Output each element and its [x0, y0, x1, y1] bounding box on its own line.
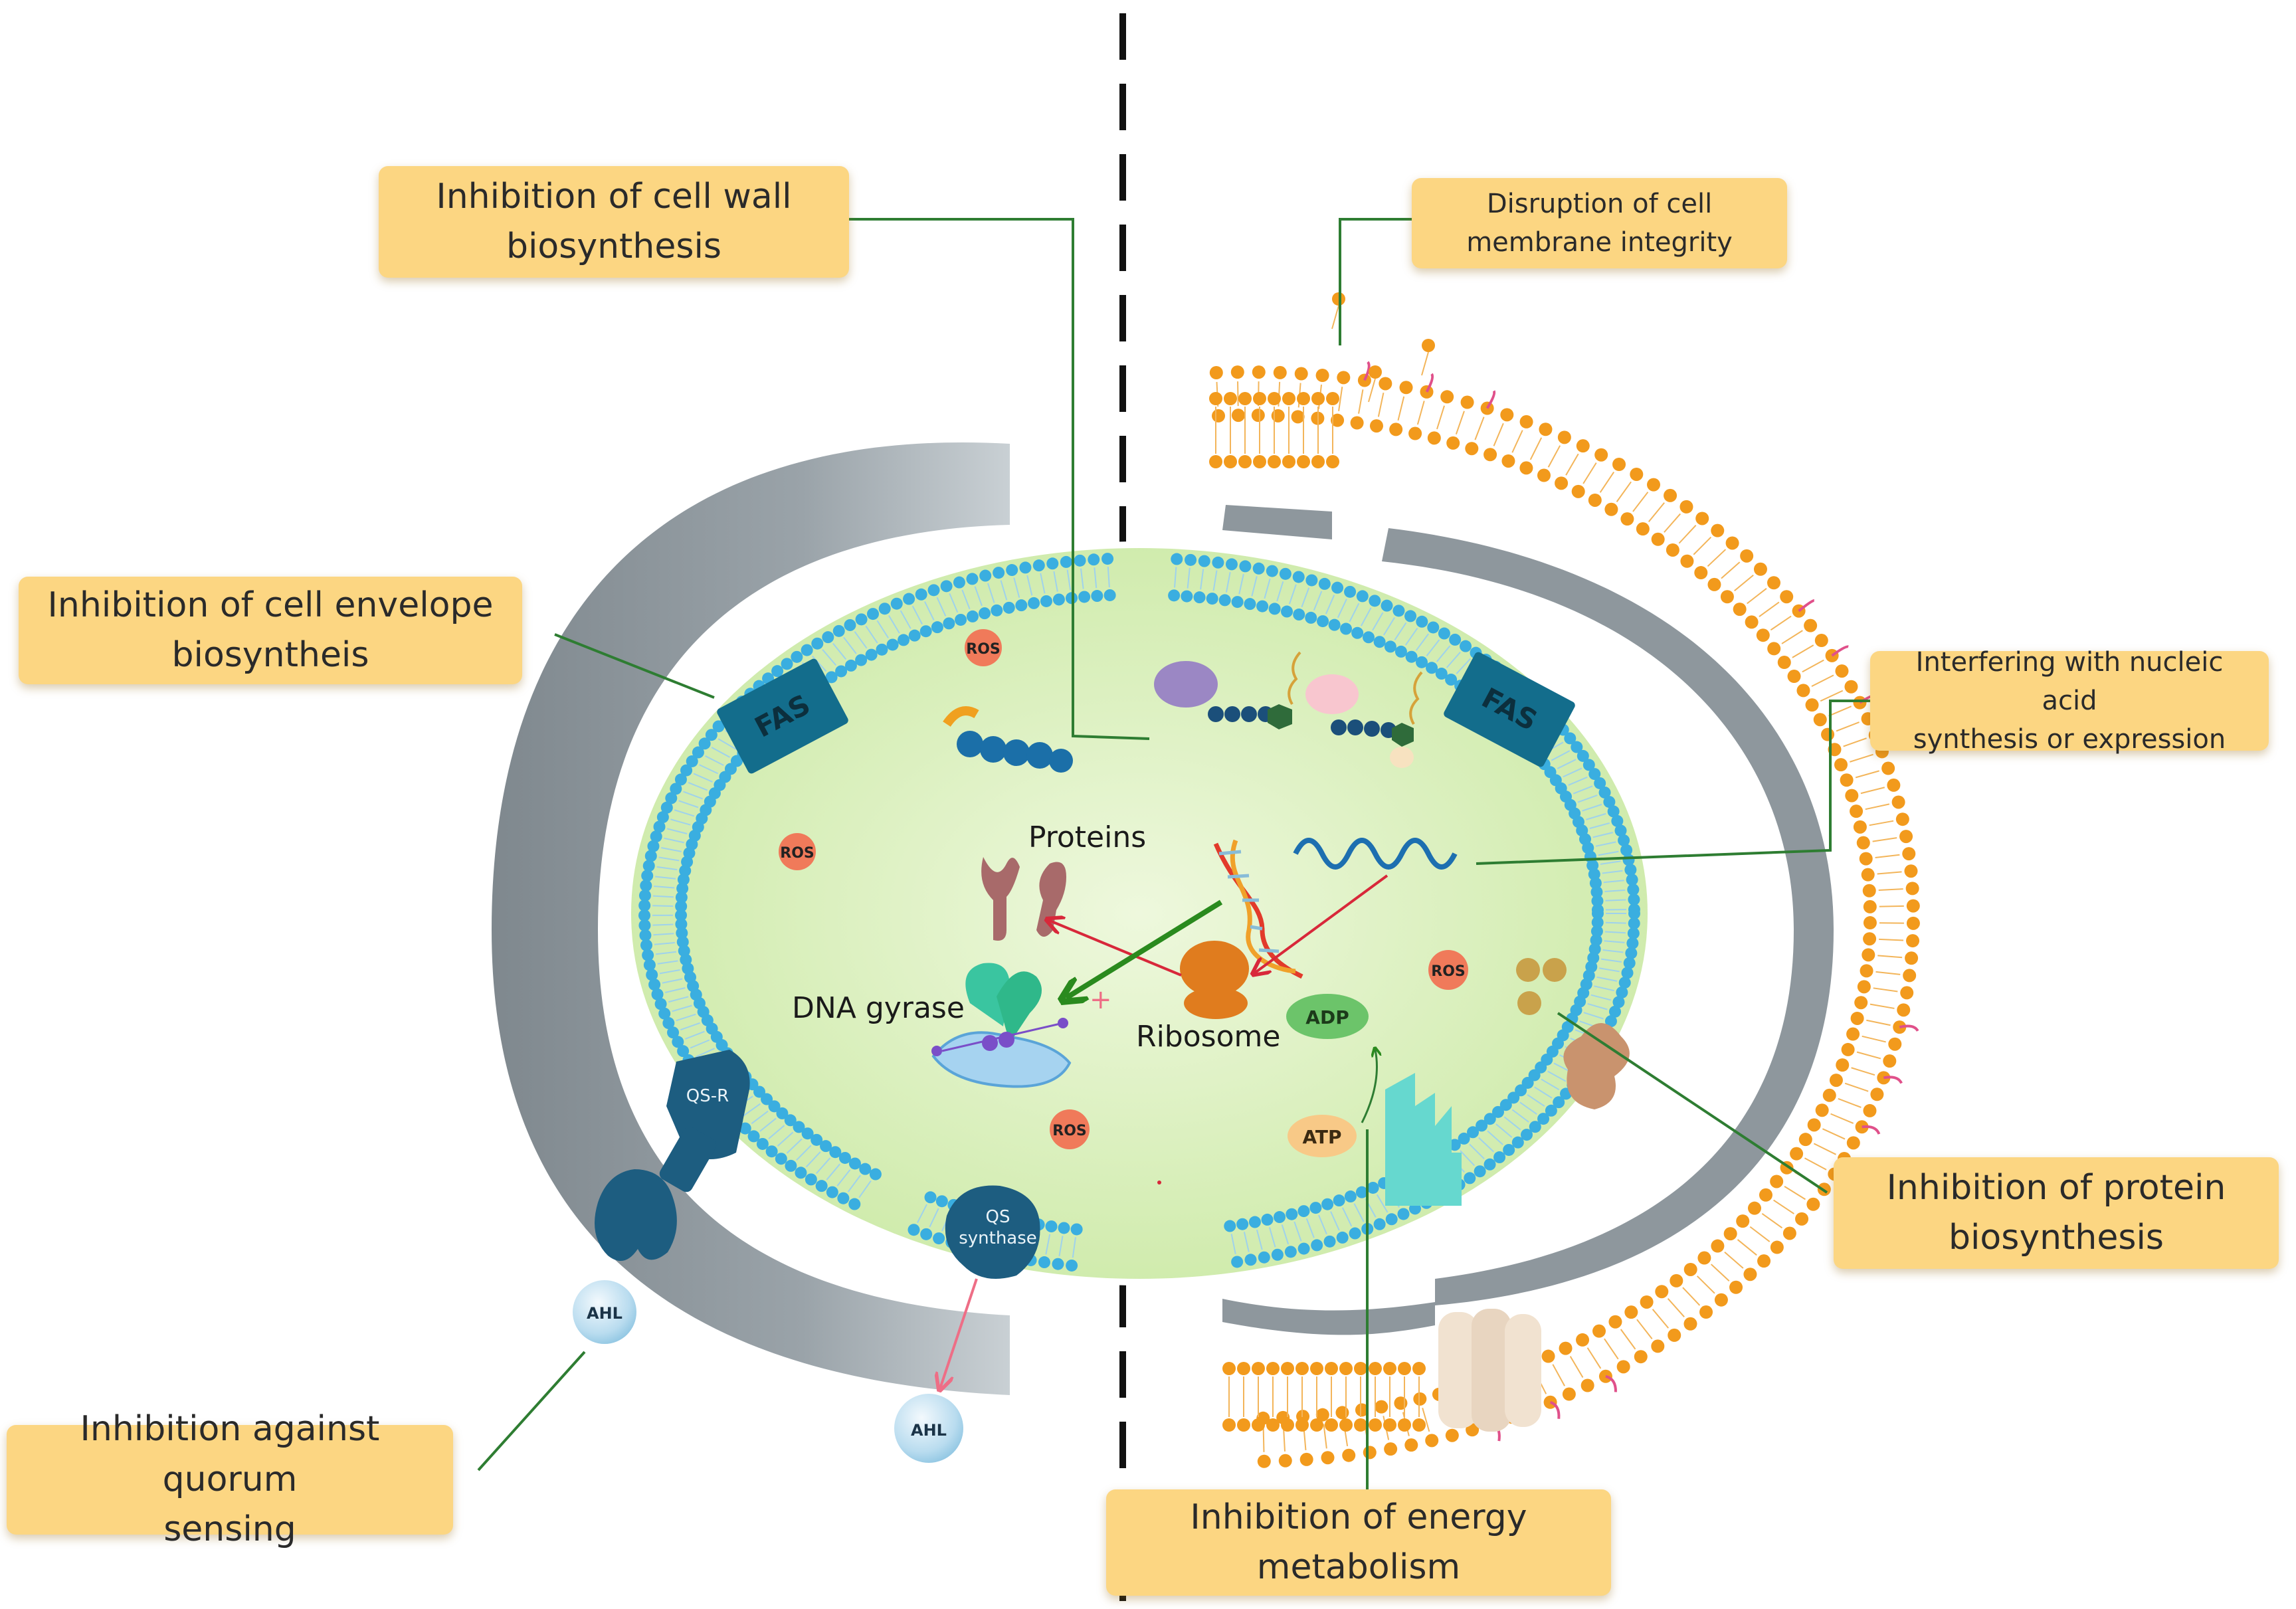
label-protein-inhibition: Inhibition of protein biosynthesis — [1834, 1157, 2279, 1269]
cytoplasm — [624, 541, 1654, 1285]
outer-membrane-channel-icon — [1438, 1309, 1541, 1432]
cell-wall — [492, 442, 1834, 1395]
adp-molecule: ADP — [1286, 994, 1369, 1039]
label-cell-wall-line2: biosynthesis — [506, 227, 722, 266]
arrow-dna-to-gyrase — [1066, 899, 1223, 998]
ahl-2-label: AHL — [911, 1421, 947, 1440]
ribosome-label: Ribosome — [1136, 1020, 1280, 1054]
qs-receptor-label: QS-R — [686, 1086, 729, 1106]
label-quorum-line1: Inhibition against quorum — [80, 1409, 380, 1499]
atp-label: ATP — [1302, 1126, 1341, 1148]
ahl-molecule-1: AHL — [573, 1280, 636, 1344]
label-nucleic-line2: synthesis or expression — [1913, 724, 2226, 755]
label-energy-line2: metabolism — [1256, 1547, 1461, 1587]
mrna-wave-icon — [1293, 838, 1458, 870]
label-energy-line1: Inhibition of energy — [1190, 1497, 1527, 1537]
atp-synthase-icon — [1385, 1073, 1462, 1206]
ros-4: ROS — [1428, 950, 1468, 990]
porin-protein-icon — [1516, 958, 1630, 1109]
ahl-1-label: AHL — [587, 1304, 622, 1323]
qs-synthase-icon: QS synthase — [945, 1185, 1040, 1279]
ribosome-icon — [1180, 941, 1249, 1019]
label-envelope-inhibition: Inhibition of cell envelope biosyntheis — [19, 577, 522, 684]
inhibit-mark: + — [1090, 985, 1112, 1015]
qs-synthase-label-line1: QS — [986, 1207, 1010, 1227]
arrow-synthase-to-ahl — [940, 1278, 978, 1388]
ahl-molecule-2: AHL — [894, 1394, 963, 1463]
adp-label: ADP — [1305, 1006, 1349, 1028]
ros-3: ROS — [1050, 1109, 1090, 1149]
qs-synthase-label-line2: synthase — [959, 1228, 1037, 1248]
fas-left: FAS — [717, 658, 848, 774]
ros-small-dot — [1157, 1181, 1161, 1184]
atp-molecule: ATP — [1288, 1115, 1357, 1157]
ros-2-label: ROS — [780, 845, 814, 862]
label-nucleic-acid-interference: Interfering with nucleic acid synthesis … — [1870, 647, 2269, 755]
label-cell-wall-line1: Inhibition of cell wall — [436, 176, 792, 217]
label-membrane-line2: membrane integrity — [1466, 227, 1733, 258]
label-membrane-disruption: Disruption of cell membrane integrity — [1412, 178, 1787, 268]
dna-gyrase-icon — [931, 963, 1072, 1088]
label-quorum-inhibition: Inhibition against quorum sensing — [7, 1409, 453, 1549]
label-energy-inhibition: Inhibition of energy metabolism — [1106, 1489, 1611, 1596]
label-nucleic-line1: Interfering with nucleic acid — [1915, 647, 2224, 716]
label-cell-wall-inhibition: Inhibition of cell wall biosynthesis — [379, 166, 849, 278]
arrow-atp-to-adp — [1361, 1050, 1377, 1123]
label-protein-line1: Inhibition of protein — [1886, 1167, 2226, 1208]
proteins-label: Proteins — [1028, 820, 1146, 854]
label-envelope-line1: Inhibition of cell envelope — [47, 585, 494, 625]
ros-2: ROS — [779, 833, 816, 870]
ros-1-label: ROS — [966, 641, 1001, 658]
dna-helix-icon — [1213, 839, 1303, 979]
label-envelope-line2: biosyntheis — [171, 635, 369, 675]
arrow-ribosome-to-proteins — [1048, 920, 1182, 977]
ros-4-label: ROS — [1431, 963, 1466, 980]
ros-1: ROS — [965, 629, 1002, 666]
peptidoglycan-chain-right — [1154, 651, 1423, 768]
connector-lines — [477, 218, 1870, 1489]
arrow-mrna-to-ribosome — [1254, 874, 1388, 973]
peptidoglycan-chain-left — [943, 706, 1073, 773]
dna-gyrase-label: DNA gyrase — [792, 991, 965, 1025]
label-protein-line2: biosynthesis — [1948, 1218, 2164, 1258]
fas-right: FAS — [1444, 652, 1575, 767]
qs-receptor-icon: QS-R — [595, 1050, 750, 1261]
ros-3-label: ROS — [1052, 1123, 1087, 1139]
label-membrane-line1: Disruption of cell — [1486, 189, 1713, 219]
label-quorum-line2: sensing — [163, 1509, 296, 1550]
